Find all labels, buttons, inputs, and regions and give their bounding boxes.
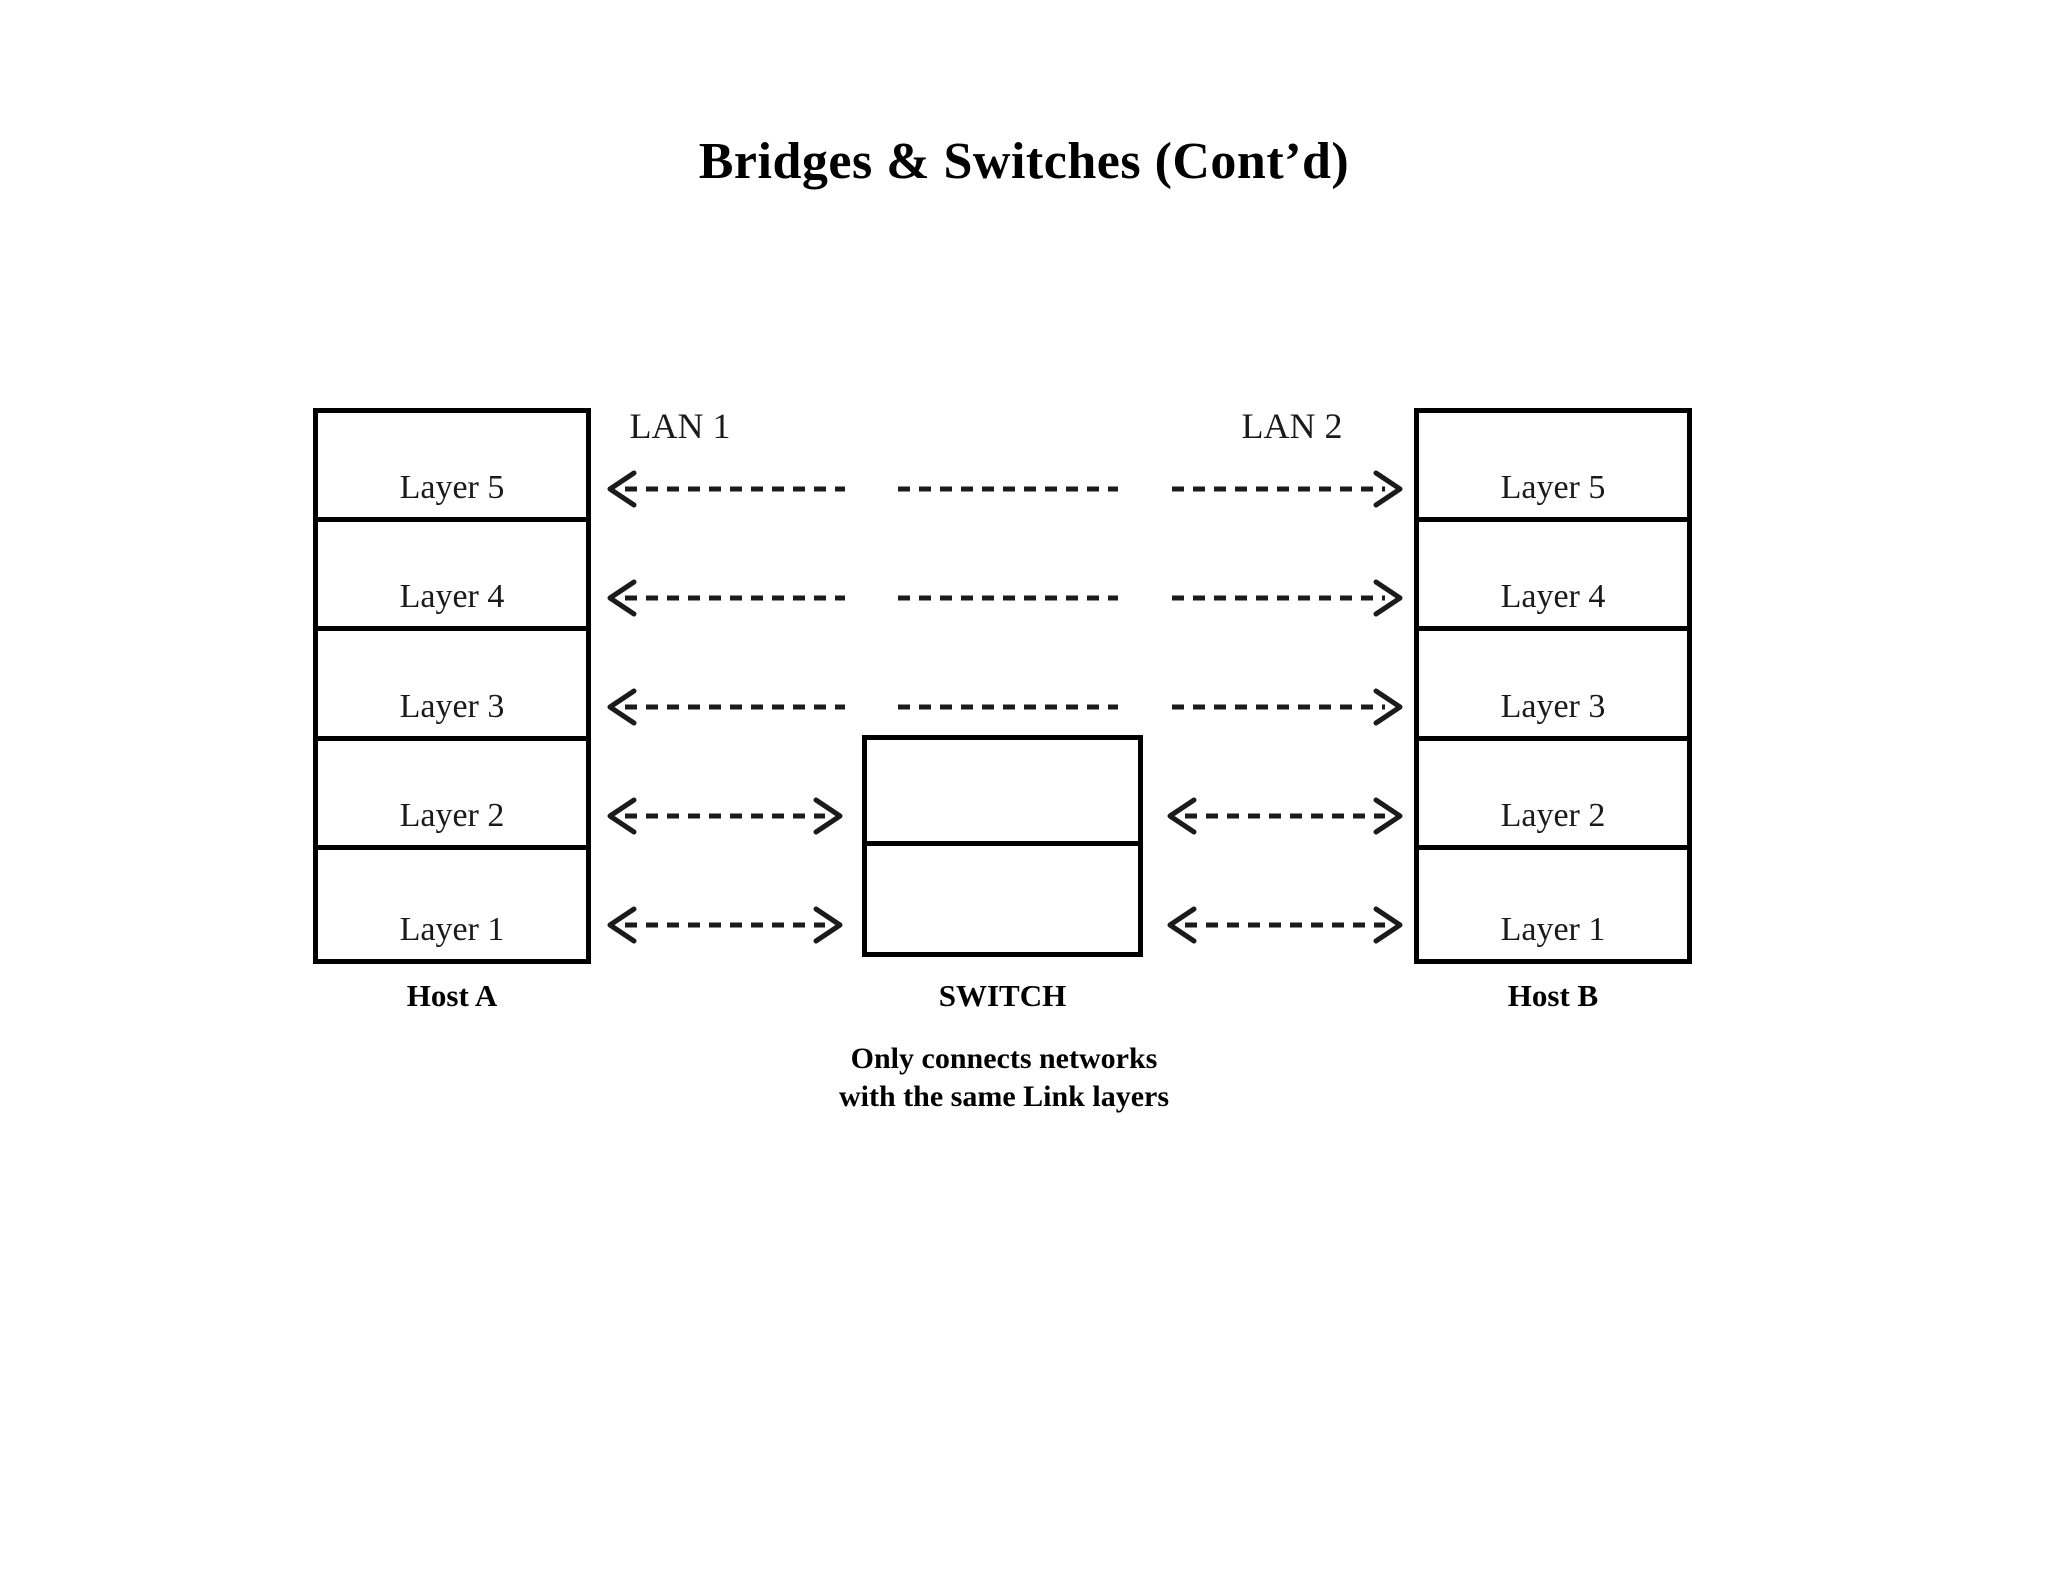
host-a-layer-2-label: Layer 2: [399, 796, 505, 834]
switch-upper-cell: [867, 740, 1138, 846]
host-a-layer-5-label: Layer 5: [399, 469, 505, 507]
host-b-layer-4-label: Layer 4: [1500, 578, 1606, 616]
host-a-layer-2-cell: Layer 2: [318, 740, 586, 850]
host-b-layer-5-cell: Layer 5: [1419, 413, 1687, 523]
switch-note: Only connects networks with the same Lin…: [674, 1040, 1334, 1117]
host-a-caption: Host A: [406, 978, 498, 1013]
layer5-endtoend-arrow: [607, 470, 1403, 508]
layer2-lan1-arrow: [607, 797, 843, 835]
host-b-layer-1-cell: Layer 1: [1419, 849, 1687, 959]
host-b-layer-3-cell: Layer 3: [1419, 631, 1687, 741]
host-a-layer-4-label: Layer 4: [399, 578, 505, 616]
host-a-layer-4-cell: Layer 4: [318, 522, 586, 632]
switch-box: [862, 735, 1143, 957]
host-a-layer-1-label: Layer 1: [399, 910, 505, 948]
host-b-layer-2-label: Layer 2: [1500, 796, 1606, 834]
host-b-layer-5-label: Layer 5: [1500, 469, 1606, 507]
lan2-label: LAN 2: [1241, 406, 1343, 446]
host-a-layer-1-cell: Layer 1: [318, 849, 586, 959]
layer3-endtoend-arrow: [607, 688, 1403, 726]
layer1-lan2-arrow: [1167, 906, 1403, 944]
page-title: Bridges & Switches (Cont’d): [698, 133, 1350, 190]
switch-lower-cell: [867, 846, 1138, 952]
layer1-lan1-arrow: [607, 906, 843, 944]
host-b-layer-4-cell: Layer 4: [1419, 522, 1687, 632]
switch-caption: SWITCH: [938, 978, 1067, 1013]
host-a-layer-5-cell: Layer 5: [318, 413, 586, 523]
layer2-lan2-arrow: [1167, 797, 1403, 835]
layer4-endtoend-arrow: [607, 579, 1403, 617]
host-b-layer-stack: Layer 5 Layer 4 Layer 3 Layer 2 Layer 1: [1414, 408, 1692, 964]
host-b-layer-3-label: Layer 3: [1500, 687, 1606, 725]
host-b-layer-2-cell: Layer 2: [1419, 740, 1687, 850]
host-b-caption: Host B: [1507, 978, 1599, 1013]
switch-note-line-2: with the same Link layers: [839, 1080, 1169, 1114]
host-a-layer-stack: Layer 5 Layer 4 Layer 3 Layer 2 Layer 1: [313, 408, 591, 964]
switch-note-line-1: Only connects networks: [850, 1042, 1158, 1075]
host-a-layer-3-label: Layer 3: [399, 687, 505, 725]
host-b-layer-1-label: Layer 1: [1500, 910, 1606, 948]
host-a-layer-3-cell: Layer 3: [318, 631, 586, 741]
lan1-label: LAN 1: [629, 406, 731, 446]
